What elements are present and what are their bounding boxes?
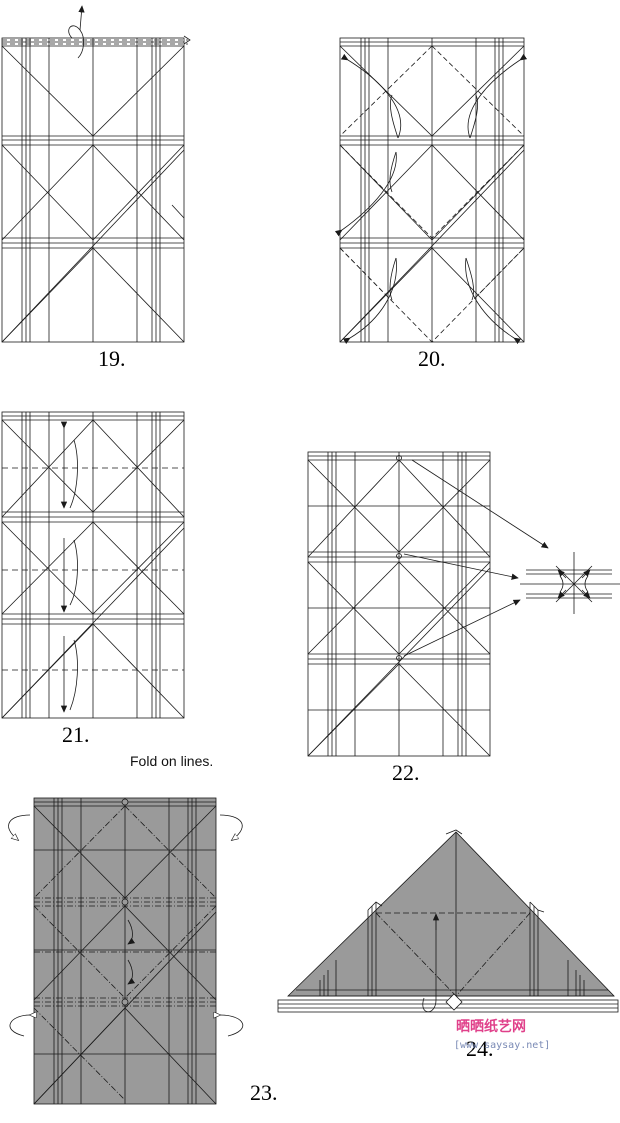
step-19-diagram (2, 6, 190, 342)
watermark-title: 晒晒纸艺网 (456, 1018, 526, 1035)
step-21-caption: Fold on lines. (130, 753, 213, 769)
step-24-diagram (278, 830, 618, 1012)
step-21-diagram (2, 412, 184, 718)
step-21-label: 21. (62, 722, 90, 747)
step-20-diagram (340, 38, 524, 342)
step-20-label: 20. (418, 346, 446, 371)
step-22-diagram (308, 452, 620, 756)
step-23-diagram (9, 798, 243, 1104)
step-22-label: 22. (392, 760, 420, 785)
step-19-label: 19. (98, 346, 126, 371)
step-23-label: 23. (250, 1080, 278, 1105)
watermark-url: [www.saysay.net] (454, 1040, 550, 1051)
